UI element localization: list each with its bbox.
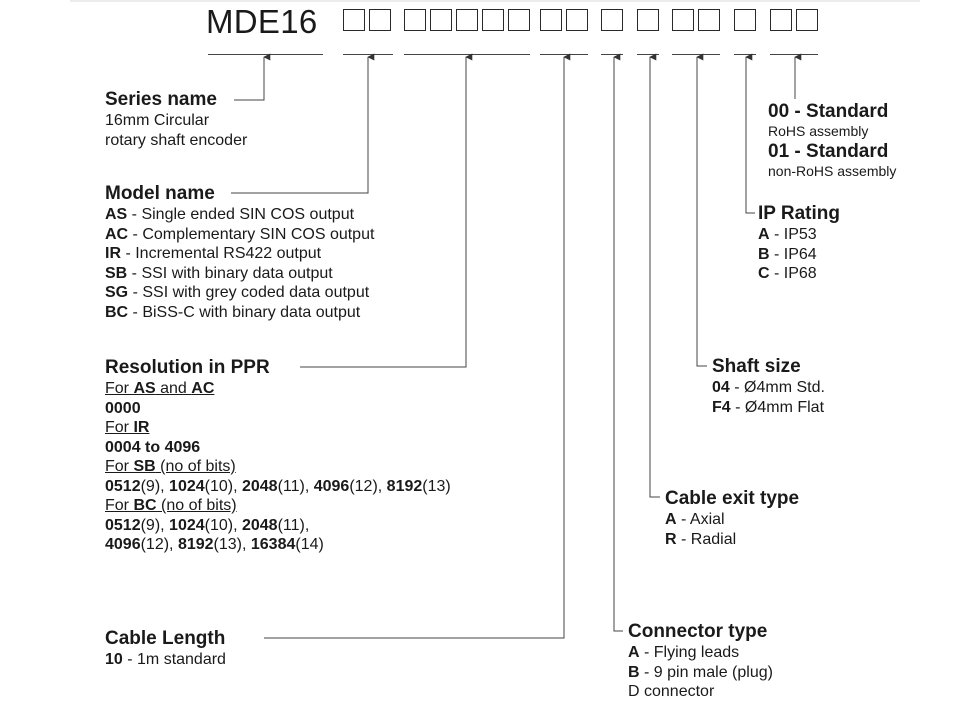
shaft-block: Shaft size 04 - Ø4mm Std. F4 - Ø4mm Flat (712, 355, 825, 417)
model-item: IR - Incremental RS422 output (105, 245, 322, 262)
resolution-bc-values-1: 0512(9), 1024(10), 2048(11), (105, 516, 310, 534)
series-name-block: Series name 16mm Circular rotary shaft e… (105, 88, 247, 150)
resolution-as-ac-label: For AS and AC (105, 380, 215, 397)
resolution-code-box-2 (430, 9, 452, 31)
resolution-bc-label: For BC (no of bits) (105, 497, 237, 514)
model-item: AS - Single ended SIN COS output (105, 206, 355, 223)
cable-exit-underline (637, 54, 659, 55)
cable-length-item: 10 - 1m standard (105, 651, 226, 668)
resolution-sb-values: 0512(9), 1024(10), 2048(11), 4096(12), 8… (105, 477, 451, 495)
model-item: SG - SSI with grey coded data output (105, 284, 370, 301)
ip-item: B - IP64 (758, 245, 817, 263)
cable-exit-code-box (637, 9, 659, 31)
cable-exit-block: Cable exit type A - Axial R - Radial (665, 487, 799, 549)
series-line-2: rotary shaft encoder (105, 131, 248, 149)
shaft-item: F4 - Ø4mm Flat (712, 398, 825, 416)
resolution-code-box-4 (482, 9, 504, 31)
connector-heading: Connector type (628, 621, 768, 642)
resolution-sb-label: For SB (no of bits) (105, 458, 236, 475)
top-rule (70, 0, 920, 2)
assembly-code-box-2 (796, 9, 818, 31)
series-line-1: 16mm Circular (105, 112, 210, 129)
part-number-prefix: MDE16 (206, 3, 318, 40)
connector-item: A - Flying leads (628, 644, 740, 661)
model-name-block: Model name AS - Single ended SIN COS out… (105, 182, 374, 322)
assembly-note: non-RoHS assembly (768, 163, 897, 179)
cable-length-code-box-1 (540, 9, 562, 31)
shaft-code-box-2 (698, 9, 720, 31)
shaft-leader (696, 53, 707, 367)
resolution-leader (300, 53, 473, 368)
ip-underline (734, 54, 756, 55)
shaft-item: 04 - Ø4mm Std. (712, 379, 825, 396)
connector-leader (613, 53, 623, 632)
resolution-ir-value: 0004 to 4096 (105, 438, 201, 456)
connector-item: B - 9 pin male (plug) (628, 663, 773, 681)
assembly-title: 01 - Standard (768, 141, 889, 162)
cable-exit-item: R - Radial (665, 530, 737, 548)
cable-exit-heading: Cable exit type (665, 488, 800, 509)
model-item: SB - SSI with binary data output (105, 264, 333, 282)
resolution-bc-values-2: 4096(12), 8192(13), 16384(14) (105, 536, 324, 553)
connector-extra: D connector (628, 683, 715, 700)
series-heading: Series name (105, 89, 217, 110)
cable-length-block: Cable Length 10 - 1m standard (105, 627, 226, 670)
resolution-block: Resolution in PPR For AS and AC 0000 For… (105, 356, 451, 555)
model-item: AC - Complementary SIN COS output (105, 225, 375, 243)
resolution-code-box-5 (508, 9, 530, 31)
cable-exit-item: A - Axial (665, 511, 725, 528)
connector-block: Connector type A - Flying leads B - 9 pi… (628, 620, 773, 702)
ip-code-box (734, 9, 756, 31)
assembly-title: 00 - Standard (768, 101, 889, 122)
ip-item: A - IP53 (758, 226, 817, 243)
resolution-code-box-3 (456, 9, 478, 31)
model-code-box-1 (343, 9, 365, 31)
model-code-box-2 (369, 9, 391, 31)
ip-item: C - IP68 (758, 265, 817, 282)
shaft-underline (672, 54, 720, 55)
resolution-code-box-1 (404, 9, 426, 31)
assembly-note: RoHS assembly (768, 123, 869, 139)
shaft-code-box-1 (672, 9, 694, 31)
assembly-block: 00 - Standard RoHS assembly 01 - Standar… (768, 100, 896, 180)
resolution-heading: Resolution in PPR (105, 357, 270, 378)
model-leader (231, 53, 375, 194)
resolution-as-ac-value: 0000 (105, 399, 141, 417)
series-leader (234, 53, 271, 101)
model-item: BC - BiSS-C with binary data output (105, 303, 361, 321)
connector-underline (601, 54, 623, 55)
cable-length-leader (264, 53, 571, 639)
cable-length-heading: Cable Length (105, 628, 226, 649)
ip-rating-block: IP Rating A - IP53 B - IP64 C - IP68 (758, 202, 840, 284)
connector-code-box (601, 9, 623, 31)
shaft-heading: Shaft size (712, 356, 801, 377)
ip-heading: IP Rating (758, 203, 840, 224)
ip-leader (745, 53, 755, 214)
cable-length-code-box-2 (566, 9, 588, 31)
model-heading: Model name (105, 183, 215, 204)
cable-exit-leader (649, 53, 660, 498)
assembly-underline (770, 54, 818, 55)
assembly-code-box-1 (770, 9, 792, 31)
resolution-ir-label: For IR (105, 419, 150, 436)
